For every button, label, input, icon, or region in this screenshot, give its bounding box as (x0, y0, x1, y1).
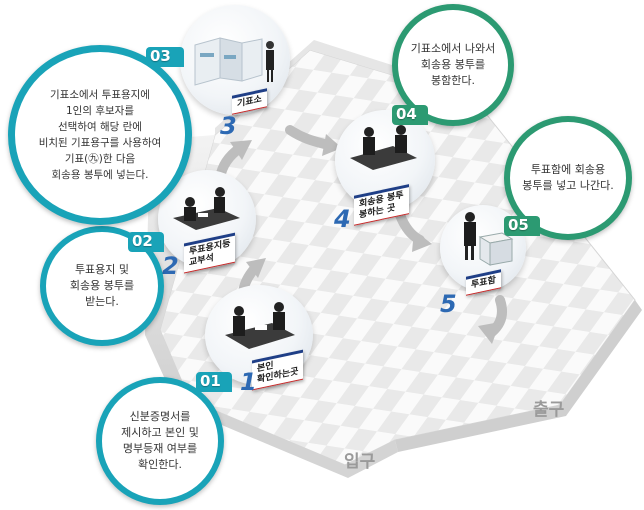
wall-right (395, 300, 642, 452)
badge-tab-02 (128, 232, 164, 252)
callout-text-05: 투표함에 회송용 봉투를 넣고 나간다. (522, 163, 614, 192)
callout-text-03: 기표소에서 투표용지에 1인의 후보자를 선택하여 해당 란에 비치된 기표용구… (38, 89, 162, 181)
station-ballot-box (440, 205, 526, 291)
badge-tab-03 (146, 47, 184, 67)
callout-step-02: 투표용지 및 회송용 봉투를 받는다. (40, 226, 164, 346)
badge-tab-01 (196, 372, 232, 392)
wall-top (215, 40, 482, 135)
identity-check-illustration (225, 302, 295, 349)
step-number-3: 3 (220, 112, 237, 140)
callout-step-01: 신분증명서를 제시하고 본인 및 명부등재 여부를 확인한다. (96, 377, 224, 505)
badge-03: 03 (150, 47, 171, 65)
route-arrowhead-2-3 (230, 140, 252, 160)
route-arrowhead-3-4 (322, 134, 342, 156)
badge-01: 01 (200, 372, 221, 390)
step-number-4: 4 (334, 205, 351, 233)
exit-label: 출구 (533, 400, 565, 420)
step-number-2: 2 (162, 252, 179, 280)
callout-step-03: 기표소에서 투표용지에 1인의 후보자를 선택하여 해당 란에 비치된 기표용구… (8, 45, 192, 225)
route-arrowhead-4-5 (412, 230, 432, 252)
badge-02: 02 (132, 232, 153, 250)
step-number-1: 1 (240, 368, 257, 396)
envelope-sealing-illustration (350, 125, 417, 170)
route-arrowhead-exit (478, 322, 500, 344)
ballot-box-illustration (464, 212, 514, 266)
voting-booth-illustration (194, 37, 274, 86)
ballot-issuance-illustration (173, 187, 240, 230)
callout-text-01: 신분증명서를 제시하고 본인 및 명부등재 여부를 확인한다. (121, 410, 199, 471)
callout-text-04: 기표소에서 나와서 회송용 봉투를 봉함한다. (410, 42, 496, 87)
badge-tab-05 (504, 216, 540, 236)
callout-text-02: 투표용지 및 회송용 봉투를 받는다. (69, 263, 135, 308)
badge-05: 05 (508, 216, 529, 234)
badge-04: 04 (396, 105, 417, 123)
entrance-label: 입구 (344, 452, 376, 472)
route-arrowhead-1-2 (246, 258, 266, 278)
step-number-5: 5 (440, 290, 457, 318)
badge-tab-04 (392, 105, 428, 125)
